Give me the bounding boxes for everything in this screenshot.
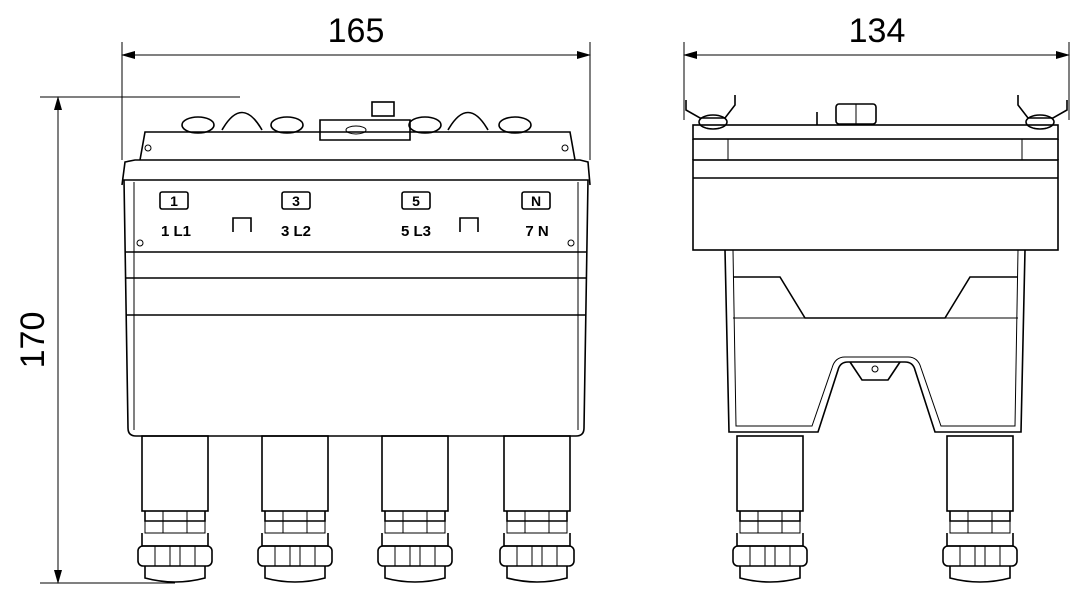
side-view <box>685 95 1068 583</box>
dimension-height: 170 <box>14 96 240 584</box>
cable-gland <box>137 435 213 583</box>
dimension-label-134: 134 <box>849 12 906 50</box>
cable-gland <box>257 435 333 583</box>
cable-gland <box>499 435 575 583</box>
dimension-width-front: 165 <box>121 12 591 160</box>
bridge-icon <box>459 217 479 232</box>
svg-text:5: 5 <box>412 193 420 209</box>
cable-gland <box>377 435 453 583</box>
cable-gland <box>942 435 1018 583</box>
terminal-marker-3: 3 <box>281 191 311 210</box>
terminal-label-l1: 1 L1 <box>161 223 191 240</box>
dimension-width-side: 134 <box>683 12 1070 120</box>
terminal-label-l2: 3 L2 <box>281 223 311 240</box>
svg-text:N: N <box>531 193 541 209</box>
dimension-label-165: 165 <box>328 12 385 50</box>
terminal-marker-5: 5 <box>401 191 431 210</box>
cable-gland <box>732 435 808 583</box>
svg-text:1: 1 <box>170 193 178 209</box>
terminal-label-n: 7 N <box>525 223 548 240</box>
svg-text:3: 3 <box>292 193 300 209</box>
terminal-label-l3: 5 L3 <box>401 223 431 240</box>
bridge-icon <box>232 217 252 232</box>
dimension-label-170: 170 <box>14 312 52 369</box>
terminal-marker-1: 1 <box>159 191 189 210</box>
front-view: 1 3 5 N 1 L1 3 L2 5 L3 7 N <box>121 101 591 583</box>
terminal-marker-n: N <box>521 191 551 210</box>
